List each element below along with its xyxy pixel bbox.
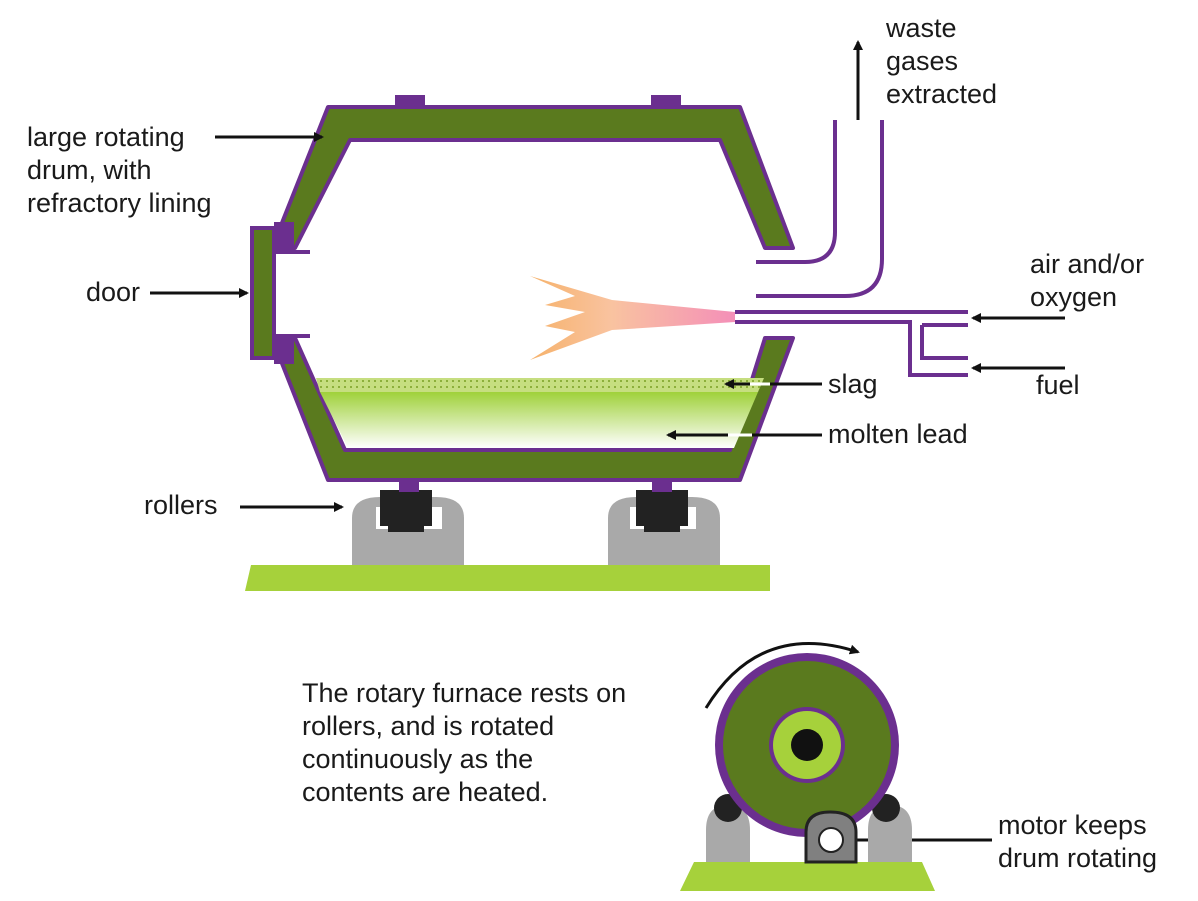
label-drum: large rotating drum, with refractory lin… [27, 122, 212, 218]
roller-left [352, 478, 464, 565]
roller-right [608, 478, 720, 565]
motor-shaft [818, 827, 844, 853]
label-rollers: rollers [144, 490, 218, 520]
rotation-arrow [704, 642, 860, 709]
burner-flame [530, 276, 735, 360]
door [250, 226, 310, 360]
end-view [680, 642, 935, 891]
burner-pipe [735, 310, 968, 377]
slag-layer [316, 378, 764, 392]
label-waste-gases: waste gases extracted [886, 13, 998, 109]
label-molten-lead: molten lead [828, 419, 968, 449]
label-fuel: fuel [1036, 370, 1080, 400]
description-text: The rotary furnace rests on rollers, and… [302, 678, 627, 807]
rotating-drum [270, 95, 795, 482]
waste-gas-flue [756, 120, 884, 298]
furnace-base [245, 565, 770, 591]
label-motor: motor keeps drum rotating [998, 810, 1158, 873]
label-door: door [86, 277, 141, 307]
label-air-oxygen: air and/or oxygen [1030, 249, 1145, 312]
label-slag: slag [828, 369, 878, 399]
molten-lead [320, 392, 758, 448]
